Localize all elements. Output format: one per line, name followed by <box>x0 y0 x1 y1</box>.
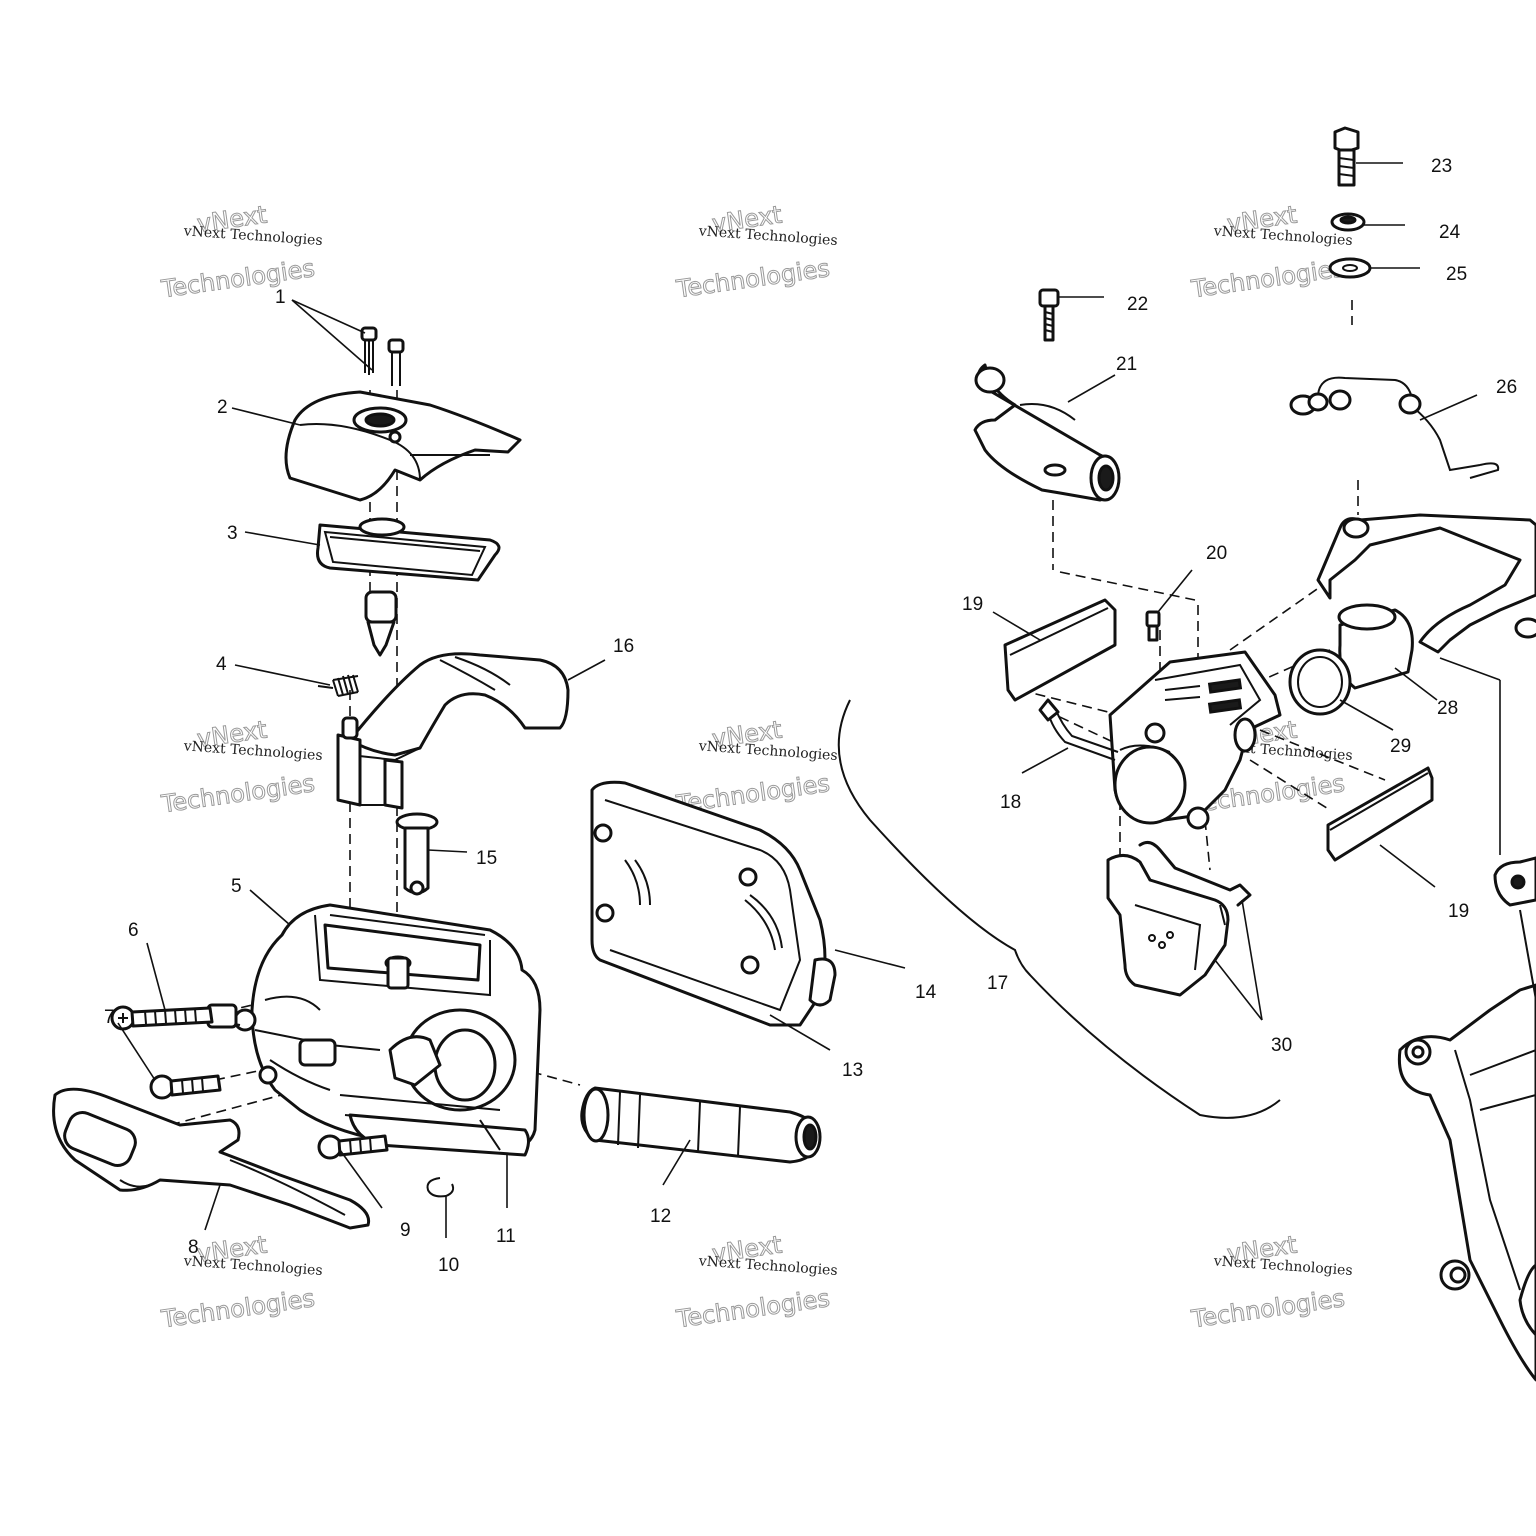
part-3-gasket <box>316 517 501 582</box>
callout-19-left: 19 <box>962 594 983 615</box>
callout-18: 18 <box>1000 792 1021 813</box>
callout-12: 12 <box>650 1206 671 1227</box>
watermark-line2: Technologies <box>1189 254 1347 303</box>
callout-14: 14 <box>915 982 937 1003</box>
callout-6: 6 <box>128 920 139 941</box>
callout-11: 11 <box>496 1226 516 1247</box>
watermark-text: vNext Technologies <box>1212 1253 1353 1279</box>
watermark-text: vNext Technologies <box>182 738 323 764</box>
watermark-bottom-right: vNext Technologies vNext Technologies <box>1188 1230 1353 1334</box>
part-2-cover <box>284 390 522 502</box>
watermark-line2: Technologies <box>1189 1284 1347 1333</box>
callout-3: 3 <box>227 523 238 544</box>
part-30-pads <box>1106 840 1252 997</box>
watermark-mid-left: vNext Technologies vNext Technologies <box>158 715 323 819</box>
part-11-clamp <box>348 1113 530 1157</box>
part-19-pad-right <box>1326 766 1434 862</box>
callout-17: 17 <box>987 973 1008 994</box>
part-16-lever <box>348 652 570 762</box>
watermark-line2: Technologies <box>159 254 317 303</box>
callout-10: 10 <box>438 1255 459 1276</box>
part-14-side-gasket <box>808 957 837 1007</box>
part-10-circlip <box>426 1177 455 1198</box>
callout-8: 8 <box>188 1237 199 1258</box>
watermark-line2: Technologies <box>674 254 832 303</box>
part-25-washer <box>1328 257 1372 279</box>
callout-28: 28 <box>1437 698 1458 719</box>
part-13-cover-plate <box>590 780 827 1027</box>
part-23-bolt <box>1333 126 1360 187</box>
caliper-body <box>1108 650 1282 830</box>
callout-22: 22 <box>1127 294 1148 315</box>
part-18-brake-line <box>1038 698 1119 761</box>
watermark-line2: Technologies <box>159 1284 317 1333</box>
callout-24: 24 <box>1439 222 1461 243</box>
watermark-top-center: vNext Technologies vNext Technologies <box>673 200 838 304</box>
part-20-bleeder <box>1145 610 1161 642</box>
part-4-spring <box>317 674 359 697</box>
knuckle-housing-partial <box>1397 856 1536 1382</box>
part-15-pin <box>395 812 439 896</box>
part-19-pad-left <box>1003 598 1117 702</box>
watermark-bottom-left: vNext Technologies vNext Technologies <box>158 1230 323 1334</box>
callout-16: 16 <box>613 636 634 657</box>
plunger-piece <box>364 590 398 657</box>
callout-5: 5 <box>231 876 242 897</box>
part-1-screws <box>360 326 405 386</box>
callout-7: 7 <box>104 1007 115 1028</box>
callout-20: 20 <box>1206 543 1227 564</box>
callout-1: 1 <box>275 287 286 308</box>
part-5-housing <box>206 903 542 1154</box>
watermark-text: vNext Technologies <box>697 738 838 764</box>
watermark-bottom-center: vNext Technologies vNext Technologies <box>673 1230 838 1334</box>
watermark-text: vNext Technologies <box>182 1253 323 1279</box>
callout-labels: 1 2 3 4 5 6 7 8 9 10 11 12 13 14 15 16 1… <box>104 156 1517 1276</box>
callout-25: 25 <box>1446 264 1467 285</box>
callout-30: 30 <box>1271 1035 1292 1056</box>
callout-13: 13 <box>842 1060 863 1081</box>
callout-15: 15 <box>476 848 497 869</box>
part-6-screw <box>110 1005 214 1031</box>
lever-pivot-bracket <box>336 716 404 810</box>
part-22-bolt <box>1038 288 1060 342</box>
watermark-mid-center: vNext Technologies vNext Technologies <box>673 715 838 819</box>
callout-26: 26 <box>1496 377 1517 398</box>
callout-4: 4 <box>216 654 227 675</box>
group-bracket-17 <box>837 699 1281 1119</box>
callout-29: 29 <box>1390 736 1411 757</box>
watermark-line2: Technologies <box>159 769 317 818</box>
callout-9: 9 <box>400 1220 411 1241</box>
part-29-seal-ring <box>1288 648 1352 716</box>
part-24-washer <box>1330 212 1366 232</box>
part-7-screw <box>149 1074 222 1100</box>
part-28-piston <box>1337 603 1414 690</box>
callout-2: 2 <box>217 397 228 418</box>
callout-19-right: 19 <box>1448 901 1469 922</box>
watermark-top-right: vNext Technologies vNext Technologies <box>1188 200 1353 304</box>
part-12-grip <box>580 1086 822 1164</box>
watermark-line2: Technologies <box>674 1284 832 1333</box>
watermark-top-left: vNext Technologies vNext Technologies <box>158 200 323 304</box>
leader-lines <box>117 162 1501 1238</box>
part-21-tube-fitting <box>973 363 1121 502</box>
callout-21: 21 <box>1116 354 1137 375</box>
caliper-mount-bracket <box>1316 513 1536 654</box>
callout-23: 23 <box>1431 156 1452 177</box>
watermark-text: vNext Technologies <box>697 1253 838 1279</box>
part-8-brake-lever <box>52 1087 371 1230</box>
part-26-spring-clip <box>1289 376 1500 479</box>
part-9-screw <box>317 1134 389 1160</box>
